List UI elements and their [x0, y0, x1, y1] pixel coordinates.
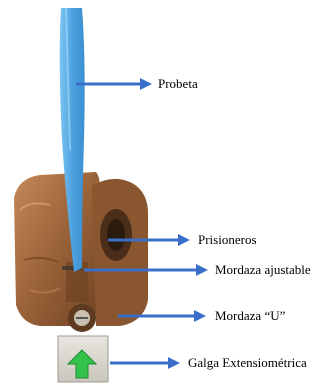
gauge-base — [58, 336, 108, 382]
label-galga: Galga Extensiométrica — [188, 355, 307, 371]
label-mordaza-u: Mordaza “U” — [215, 308, 285, 324]
arrow-galga — [110, 357, 180, 369]
label-mordaza-ajustable: Mordaza ajustable — [215, 262, 311, 278]
label-prisioneros: Prisioneros — [198, 232, 257, 248]
arrow-probeta — [76, 78, 152, 90]
label-probeta: Probeta — [158, 76, 198, 92]
